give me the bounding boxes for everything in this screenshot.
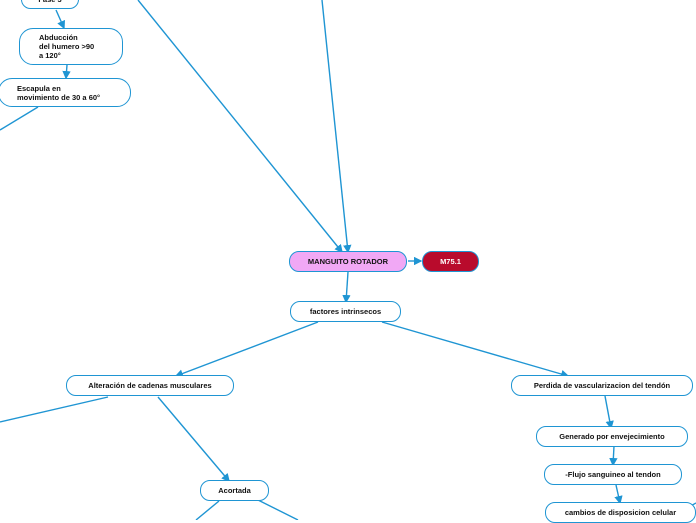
edge-acortada-out-left: [195, 500, 220, 520]
node-factores-intrinsecos[interactable]: factores intrinsecos: [290, 301, 401, 322]
edge-generado-flujo: [609, 445, 618, 467]
edge-abduccion-escapula: [62, 64, 71, 80]
node-alteracion-cadenas[interactable]: Alteración de cadenas musculares: [66, 375, 234, 396]
edge-fase-abduccion: [55, 9, 65, 30]
edge-top-center: [321, 0, 352, 254]
edge-escapula-out: [0, 106, 39, 131]
edge-flujo-cambios: [614, 484, 623, 505]
edge-perdida-generado: [604, 395, 614, 430]
edge-factores-alteracion: [174, 321, 319, 378]
node-m75-1[interactable]: M75.1: [422, 251, 479, 272]
edge-alteracion-out: [0, 396, 109, 423]
edge-top-left: [137, 0, 343, 254]
edge-alteracion-acortada: [157, 396, 230, 483]
node-manguito-rotador[interactable]: MANGUITO ROTADOR: [289, 251, 407, 272]
edge-manguito-factores: [342, 271, 351, 304]
node-flujo-sanguineo[interactable]: -Flujo sanguineo al tendon: [544, 464, 682, 485]
edge-acortada-out-right: [257, 499, 299, 520]
node-generado-envejecimiento[interactable]: Generado por envejecimiento: [536, 426, 688, 447]
node-abduccion[interactable]: Abducción del humero >90 a 120°: [19, 28, 123, 65]
node-fase-3[interactable]: Fase 3: [21, 0, 79, 9]
node-perdida-vascularizacion[interactable]: Perdida de vascularizacion del tendón: [511, 375, 693, 396]
node-acortada[interactable]: Acortada: [200, 480, 269, 501]
edge-factores-perdida: [381, 321, 570, 379]
node-escapula[interactable]: Escapula en movimiento de 30 a 60°: [0, 78, 131, 107]
